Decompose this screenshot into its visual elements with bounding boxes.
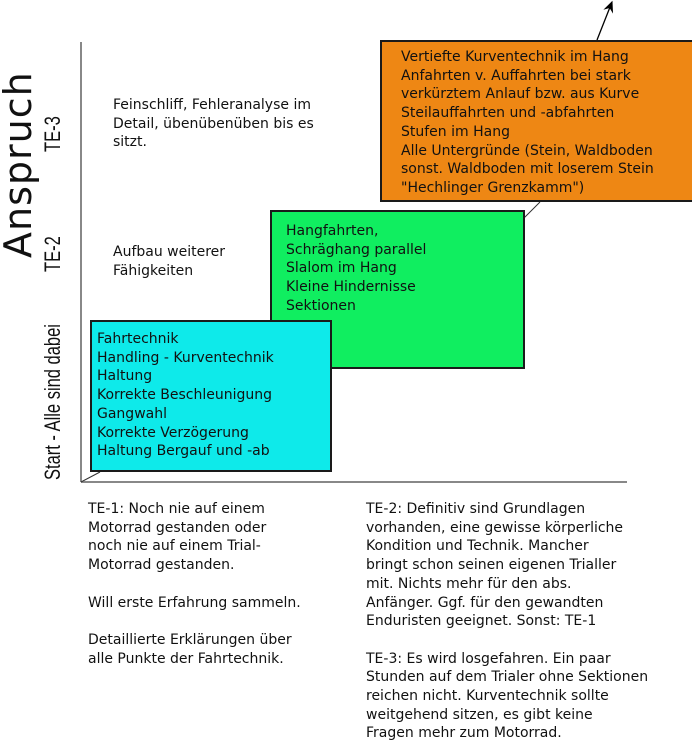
description-line: Will erste Erfahrung sammeln. — [88, 594, 301, 611]
box-line: Handling - Kurventechnik — [97, 349, 274, 366]
box-line: Sektionen — [286, 297, 356, 314]
description-line: Detaillierte Erklärungen über — [88, 631, 292, 648]
description-line: bringt schon seinen eigenen Trialler — [366, 557, 617, 574]
description-line: mit. Nichts mehr für den abs. — [366, 575, 572, 592]
te3-note: Feinschliff, Fehleranalyse im Detail, üb… — [113, 96, 314, 152]
description-line: vorhanden, eine gewisse körperliche — [366, 519, 624, 536]
description-line: TE-1: Noch nie auf einem — [88, 501, 265, 517]
description-line: Enduristen geeignet. Sonst: TE-1 — [366, 613, 597, 630]
box-line: "Hechlinger Grenzkamm") — [401, 179, 585, 196]
note-line: Aufbau weiterer — [113, 244, 226, 260]
te2-box: Hangfahrten, Schräghang parallel Slalom … — [270, 210, 525, 369]
description-line: Fragen mehr zum Motorrad. — [366, 725, 562, 742]
description-line: noch nie auf einem Trial- — [88, 538, 261, 555]
box-line: Hangfahrten, — [286, 223, 379, 239]
description-line: Kondition und Technik. Mancher — [366, 538, 589, 555]
progress-arrow — [596, 0, 614, 41]
level-label-start: Start - Alle sind dabei — [40, 324, 65, 480]
te3-box: Vertiefte Kurventechnik im Hang Anfahrte… — [380, 40, 692, 202]
level-label-te3: TE-3 — [40, 116, 65, 152]
box-line: Alle Untergründe (Stein, Waldboden — [401, 142, 653, 159]
description-line: Stunden auf dem Trialer ohne Sektionen — [366, 669, 649, 686]
box-line: Stufen im Hang — [401, 123, 510, 140]
box-line: Korrekte Verzögerung — [97, 424, 249, 441]
box-line: Steilauffahrten und -abfahrten — [401, 105, 615, 122]
description-right: TE-2: Definitiv sind Grundlagen vorhande… — [366, 500, 648, 743]
description-left: TE-1: Noch nie auf einem Motorrad gestan… — [88, 500, 301, 668]
box-line: Kleine Hindernisse — [286, 279, 416, 296]
box-line: Fahrtechnik — [97, 331, 179, 347]
description-line — [366, 631, 648, 650]
description-line: alle Punkte der Fahrtechnik. — [88, 650, 284, 667]
box-line: Schräghang parallel — [286, 241, 427, 258]
box-line: Korrekte Beschleunigung — [97, 387, 273, 404]
description-line: weitgehend sitzen, es gibt keine — [366, 706, 593, 723]
box-line: Haltung Bergauf und -ab — [97, 443, 270, 460]
level-label-te2: TE-2 — [40, 236, 65, 272]
note-line: Feinschliff, Fehleranalyse im — [113, 97, 311, 113]
description-line: Anfänger. Ggf. für den gewandten — [366, 594, 604, 611]
y-axis-label: Anspruch — [0, 71, 40, 258]
note-line: sitzt. — [113, 134, 147, 151]
progress-line — [523, 201, 541, 219]
box-line: Anfahrten v. Auffahrten bei stark — [401, 67, 631, 84]
description-line: Motorrad gestanden. — [88, 557, 235, 574]
note-line: Fähigkeiten — [113, 262, 194, 279]
description-line: TE-2: Definitiv sind Grundlagen — [366, 501, 586, 517]
box-line: verkürztem Anlauf bzw. aus Kurve — [401, 86, 640, 103]
te2-note: Aufbau weiterer Fähigkeiten — [113, 243, 225, 280]
box-line: Gangwahl — [97, 405, 167, 422]
description-line — [88, 612, 301, 631]
box-line: sonst. Waldboden mit loserem Stein — [401, 161, 654, 178]
description-line: Motorrad gestanden oder — [88, 519, 267, 536]
progress-line — [80, 471, 101, 483]
note-line: Detail, übenübenüben bis es — [113, 115, 314, 132]
description-line: TE-3: Es wird losgefahren. Ein paar — [366, 650, 611, 667]
box-line: Slalom im Hang — [286, 260, 397, 277]
start-box: Fahrtechnik Handling - Kurventechnik Hal… — [90, 320, 332, 472]
box-line: Haltung — [97, 368, 153, 385]
box-line: Vertiefte Kurventechnik im Hang — [401, 49, 629, 65]
description-line: reichen nicht. Kurventechnik sollte — [366, 688, 609, 705]
description-line — [88, 575, 301, 594]
